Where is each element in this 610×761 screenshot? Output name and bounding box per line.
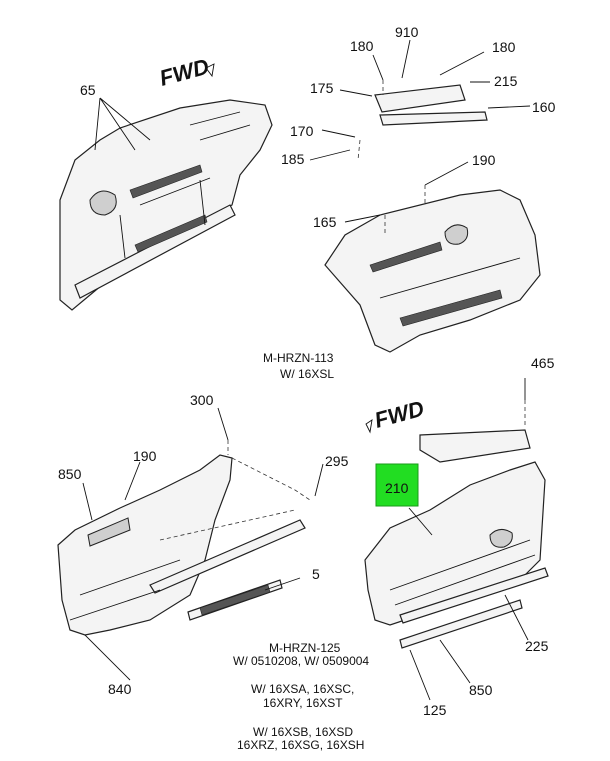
caption-bottom-line2: W/ 0510208, W/ 0509004 — [233, 654, 369, 668]
callout-170: 170 — [290, 123, 314, 139]
callout-180-right: 180 — [492, 39, 516, 55]
callout-160: 160 — [532, 99, 556, 115]
caption-bottom-line4: 16XRY, 16XST — [263, 696, 343, 710]
callout-190-bottom: 190 — [133, 448, 157, 464]
bottom-left-step-assembly — [57, 454, 311, 636]
top-left-step-assembly — [59, 99, 273, 311]
callout-5: 5 — [312, 566, 320, 582]
caption-bottom-line3: W/ 16XSA, 16XSC, — [251, 682, 354, 696]
caption-bottom-line5: W/ 16XSB, 16XSD — [253, 725, 353, 739]
callout-300: 300 — [190, 392, 214, 408]
callout-165: 165 — [313, 214, 337, 230]
callout-210: 210 — [385, 480, 409, 496]
callout-225: 225 — [525, 638, 549, 654]
caption-top-line1: M-HRZN-113 — [263, 351, 334, 365]
callout-850-left: 850 — [58, 466, 82, 482]
callout-910: 910 — [395, 24, 419, 40]
callout-65: 65 — [80, 82, 96, 98]
callout-465: 465 — [531, 355, 555, 371]
callout-840: 840 — [108, 681, 132, 697]
fwd-label-bottom: FWD — [372, 396, 427, 433]
caption-bottom-line1: M-HRZN-125 — [269, 641, 341, 655]
callout-210-highlight — [375, 463, 419, 507]
fwd-arrow-icon-top — [205, 63, 215, 78]
callout-295: 295 — [325, 453, 349, 469]
callout-180-left: 180 — [350, 38, 374, 54]
top-right-step-assembly — [324, 84, 541, 353]
callout-215: 215 — [494, 73, 518, 89]
bottom-right-step-assembly — [364, 429, 549, 649]
callout-185: 185 — [281, 151, 305, 167]
callout-125: 125 — [423, 702, 447, 718]
callout-850-right: 850 — [469, 682, 493, 698]
caption-bottom-line6: 16XRZ, 16XSG, 16XSH — [237, 738, 364, 752]
fwd-arrow-icon-bottom — [365, 419, 373, 434]
callout-175: 175 — [310, 80, 334, 96]
callout-190-top: 190 — [472, 152, 496, 168]
caption-top-line2: W/ 16XSL — [280, 367, 334, 381]
fwd-label-top: FWD — [157, 54, 212, 91]
